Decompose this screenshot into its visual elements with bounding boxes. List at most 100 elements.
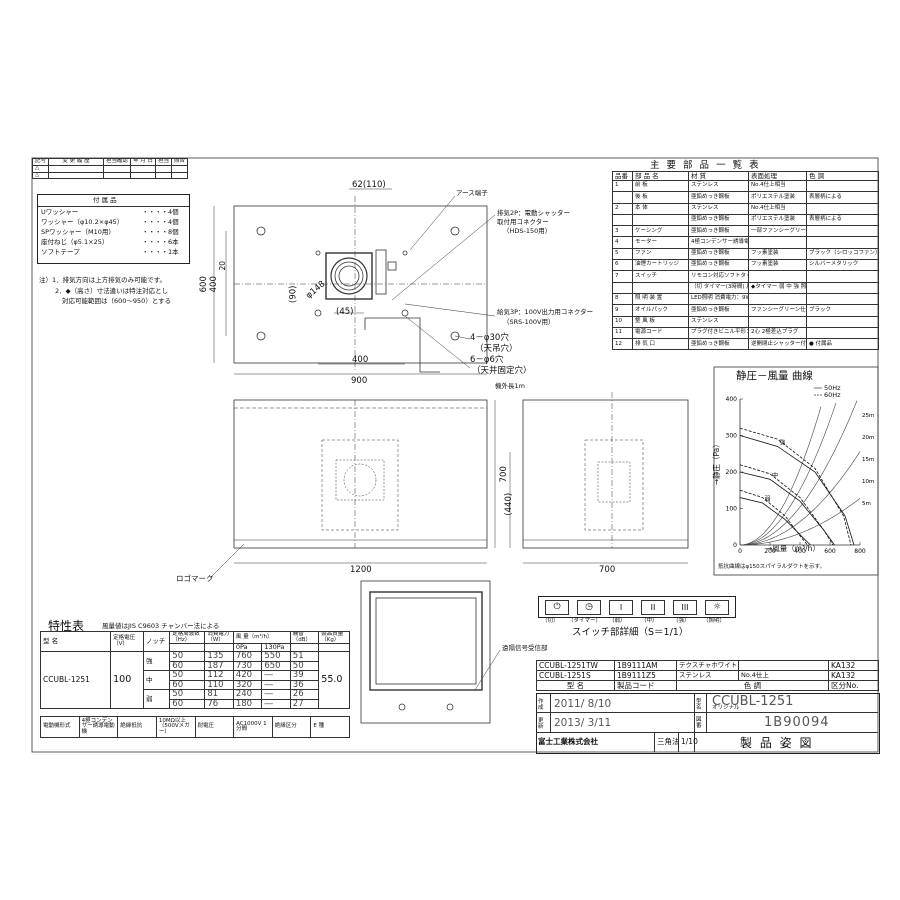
parts-row: （切 タイマー(3時間) 風 中 強 照明）◆タイマー 弱 中 強 照明 (612, 281, 879, 294)
parts-cell-finish (748, 315, 807, 328)
parts-row: 4モーター4極コンデンサー誘導電動機E種 (612, 236, 879, 249)
parts-cell-color (806, 292, 879, 306)
light-icon[interactable]: ☼ (705, 600, 729, 615)
duct-curve (739, 400, 858, 546)
revised-label: 更新 (538, 718, 544, 730)
parts-cell-finish (748, 270, 807, 283)
spec-cell-q130: 650 (261, 660, 291, 671)
dim-45: (45) (336, 307, 354, 317)
y-tick-label: 0 (733, 542, 737, 549)
rev-col-date: 年 月 日 (129, 158, 156, 166)
switch-label: （タイマー） (568, 618, 602, 624)
dim-600: 600 (198, 276, 209, 293)
parts-cell-color (806, 281, 879, 294)
shutter-connector-label: （HDS-150用） (503, 227, 552, 235)
rev-col-verify: 照合 (170, 158, 189, 166)
shutter-connector-label: 排気2P：電動シャッター (497, 209, 571, 217)
legend-50hz: 50Hz (824, 384, 841, 392)
y-tick-label: 200 (726, 469, 738, 476)
parts-cell-material: 亜鉛めっき鋼板 (688, 225, 749, 238)
parts-cell-material: 亜鉛めっき鋼板 (688, 191, 749, 204)
variant-note: No.4仕上 (738, 670, 829, 681)
x-tick-label: 0 (738, 548, 742, 555)
revised-date: 2013/ 3/11 (554, 717, 612, 729)
spec-footer-cell: E 種 (310, 716, 350, 738)
hole-30-label: 4－φ30穴 (470, 333, 509, 343)
spec-cell-hz: 60 (169, 660, 206, 671)
spec-header: 消費電力（W） (204, 631, 234, 644)
parts-cell-color (806, 326, 879, 340)
parts-table-title: 主 要 部 品 一 覧 表 (650, 160, 761, 171)
parts-cell-finish (748, 236, 807, 249)
switch-caption: スイッチ部詳細（S＝1/1） (572, 627, 689, 638)
rev-col-check: 担当確認 (102, 158, 131, 166)
power-connector-label: （SRS-100V用） (503, 318, 555, 326)
fan-curve-60Hz (739, 427, 852, 546)
fan-curve-50Hz (739, 471, 835, 546)
strong-icon[interactable]: III (673, 600, 697, 615)
spec-cell-w: 76 (204, 698, 234, 709)
parts-cell-material: ステンレス (688, 202, 749, 215)
accessory-name: ワッシャー（φ10.2×φ45） (41, 218, 124, 226)
spec-table: 型 名 定格電圧（V） ノッチ 定格周波数（Hz） 消費電力（W） 風 量（m³… (39, 631, 350, 709)
medium-icon[interactable]: II (641, 600, 665, 615)
parts-cell-color: 表層柄による (806, 213, 879, 227)
remote-receiver-label: 遠隔信号受信部 (502, 644, 548, 652)
parts-cell-color (806, 179, 879, 193)
parts-cell-name: 照 明 装 置 (632, 292, 689, 306)
fan-curve-50Hz (739, 497, 811, 546)
parts-cell-color (806, 225, 879, 238)
parts-cell-no: 1 (612, 179, 633, 193)
spec-cell-q0: 320 (232, 679, 263, 690)
spec-cell-hz: 60 (169, 698, 206, 709)
parts-cell-finish: フッ素塗装 (748, 259, 807, 272)
hole-6-sub: （天井固定穴） (472, 366, 532, 376)
y-tick-label: 100 (726, 506, 738, 513)
duct-curve (739, 406, 822, 546)
variant-header: 区分No. (828, 680, 879, 691)
spec-header: 騒音（dB） (289, 631, 320, 644)
parts-header: 色 調 (806, 171, 879, 181)
switch-label: （弱） (609, 618, 626, 624)
dim-900: 900 (351, 376, 368, 386)
parts-row: 亜鉛めっき鋼板ポリエステル塗装表層柄による (612, 213, 879, 227)
spec-header: 風 量（m³/h） (232, 631, 291, 644)
earth-terminal-label: アース端子 (456, 189, 488, 197)
x-tick-label: 600 (824, 548, 836, 555)
accessory-qty: ・・・・1本 (142, 248, 179, 256)
spec-footer-cell: 10MΩ以上（500Vメガー） (155, 716, 196, 738)
chart: 静圧－風量 曲線 50Hz 60Hz →静圧（Pa） →風量（m³/h） 抵抗曲… (712, 367, 878, 575)
spec-model: CCUBL-1251 (39, 651, 112, 709)
accessory-qty: ・・・・4個 (142, 218, 179, 226)
spec-cell-q130: ― (261, 670, 291, 681)
variant-color: テクスチャホワイト (676, 660, 739, 671)
weak-icon[interactable]: I (609, 600, 633, 615)
dim-20: 20 (218, 260, 228, 271)
dim-1200: 1200 (350, 565, 372, 575)
dim-62: 62(110) (352, 180, 386, 190)
spec-notch: 弱 (142, 689, 171, 709)
spec-cell-db: 26 (289, 689, 320, 700)
spec-voltage: 100 (110, 651, 144, 709)
chart-title: 静圧－風量 曲線 (736, 370, 813, 382)
chart-frame (713, 366, 879, 576)
dim-400-vertical: 400 (208, 276, 219, 293)
cord-length-label: 機外長1m (495, 382, 525, 390)
spec-cell-w: 135 (204, 651, 234, 662)
timer-icon[interactable]: ◷ (577, 600, 601, 615)
duct-label: 20m (862, 435, 874, 441)
power-icon[interactable]: ⏻ (545, 600, 569, 615)
bottom-view (360, 580, 501, 724)
parts-cell-material: 亜鉛めっき鋼板 (688, 304, 749, 317)
created-date: 2011/ 8/10 (554, 698, 612, 710)
parts-cell-no: 12 (612, 338, 633, 351)
spec-cell-q130: ― (261, 689, 291, 700)
duct-label: 10m (862, 479, 874, 485)
variant-ka: KA132 (828, 670, 879, 681)
